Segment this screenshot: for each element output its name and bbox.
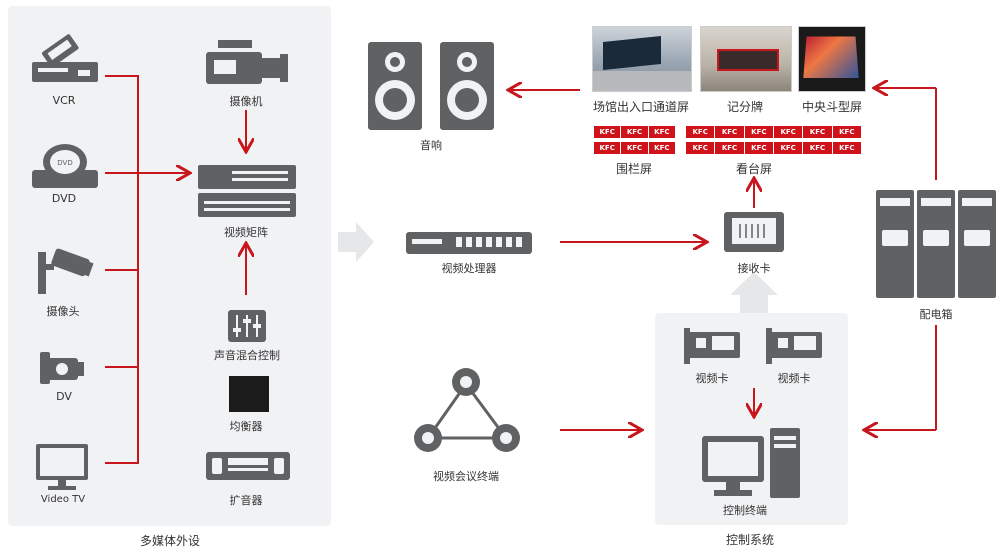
dvd-icon: DVD: [30, 140, 100, 196]
vcr-label: VCR: [52, 94, 76, 107]
speaker-icon: [366, 40, 496, 136]
svg-text:DVD: DVD: [57, 159, 72, 167]
fence-label: 围栏屏: [615, 162, 652, 176]
kfc-logo: KFC: [621, 142, 649, 154]
kfc-logo: KFC: [833, 126, 862, 138]
equalizer-box: [229, 376, 269, 412]
kfc-logo: KFC: [715, 126, 745, 138]
kfc-logo: KFC: [774, 142, 804, 154]
entrance-label: 场馆出入口通道屏: [592, 100, 689, 114]
power-box-label: 配电箱: [919, 308, 953, 321]
camera-label: 摄像头: [46, 305, 80, 318]
mixer-label: 声音混合控制: [214, 349, 280, 362]
control-terminal-icon: [700, 424, 802, 506]
kfc-logo: KFC: [803, 126, 833, 138]
kfc-logo: KFC: [803, 142, 833, 154]
camcorder-label: 摄像机: [229, 95, 263, 108]
video-card-2-label: 视频卡: [777, 372, 811, 385]
video-card-1-icon: [682, 326, 742, 370]
kfc-logo: KFC: [686, 126, 716, 138]
funnel-label: 中央斗型屏: [801, 100, 862, 114]
control-section-title: 控制系统: [725, 533, 774, 547]
kfc-logo: KFC: [833, 142, 862, 154]
vcr-icon: [30, 34, 100, 94]
scoreboard-photo: [700, 26, 792, 92]
tv-icon: [34, 442, 90, 496]
kfc-logo: KFC: [745, 126, 774, 138]
camcorder-icon: [204, 36, 290, 94]
power-box-icon: [874, 188, 998, 304]
conference-label: 视频会议终端: [433, 470, 499, 483]
speaker-label: 音响: [420, 139, 442, 152]
stand-label: 看台屏: [735, 162, 772, 176]
kfc-logo: KFC: [686, 142, 716, 154]
security-camera-icon: [36, 240, 96, 302]
receiver-label: 接收卡: [737, 262, 771, 275]
receiver-card-icon: [722, 210, 786, 258]
dv-label: DV: [56, 390, 72, 403]
kfc-logo: KFC: [594, 126, 622, 138]
kfc-logo: KFC: [649, 126, 676, 138]
matrix-label: 视频矩阵: [224, 226, 268, 239]
multimedia-section-title: 多媒体外设: [139, 534, 200, 548]
kfc-logo: KFC: [774, 126, 804, 138]
video-card-1-label: 视频卡: [695, 372, 729, 385]
kfc-logo: KFC: [745, 142, 774, 154]
kfc-logo: KFC: [649, 142, 676, 154]
control-terminal-label: 控制终端: [723, 504, 767, 517]
scoreboard-label: 记分牌: [726, 100, 763, 114]
tv-label: Video TV: [40, 494, 86, 505]
video-matrix-icon: [196, 163, 298, 225]
equalizer-label: 均衡器: [229, 420, 263, 433]
dv-icon: [38, 348, 86, 392]
video-processor-icon: [404, 230, 534, 260]
funnel-screen-photo: [798, 26, 866, 92]
processor-label: 视频处理器: [441, 262, 497, 275]
conference-icon: [410, 366, 530, 464]
kfc-logo: KFC: [715, 142, 745, 154]
entrance-screen-photo: [592, 26, 692, 92]
kfc-logo: KFC: [621, 126, 649, 138]
dvd-label: DVD: [51, 192, 77, 205]
kfc-logo: KFC: [594, 142, 622, 154]
video-card-2-icon: [764, 326, 824, 370]
amplifier-icon: [204, 450, 292, 488]
mixer-icon: [226, 308, 268, 348]
amplifier-label: 扩音器: [229, 494, 263, 507]
